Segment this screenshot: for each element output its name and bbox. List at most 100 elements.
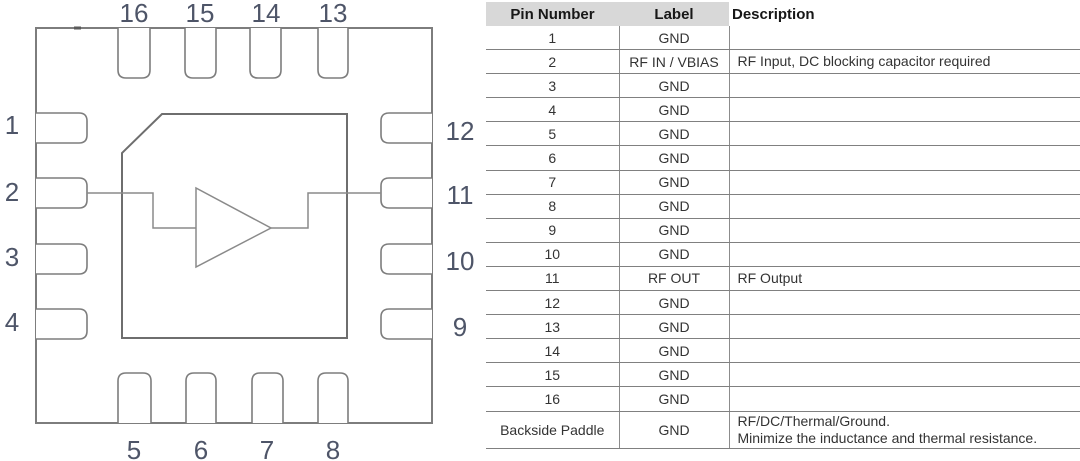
table-row-pin-14: 14 GND [486, 338, 1080, 364]
table-row-pin-12: 12 GND [486, 290, 1080, 316]
label-cell: GND [618, 73, 730, 99]
pad-16 [117, 28, 151, 79]
table-row-pin-7: 7 GND [486, 170, 1080, 195]
description-cell [729, 170, 1080, 195]
table-row-pin-1: 1 GND [486, 26, 1080, 51]
pin-label-11: 11 [447, 180, 474, 210]
pin-label-5: 5 [127, 435, 141, 461]
description-cell: RF Input, DC blocking capacitor required [729, 49, 1080, 75]
pin-label-10: 10 [446, 246, 475, 276]
description-cell [729, 145, 1080, 171]
pad-13 [317, 28, 349, 79]
table-row-backside-paddle: Backside Paddle GND RF/DC/Thermal/Ground… [486, 411, 1080, 449]
table-row-pin-9: 9 GND [486, 218, 1080, 243]
pin-number-cell: 12 [486, 290, 619, 316]
top-pads [117, 28, 349, 79]
rf-output-wire [271, 192, 381, 229]
pin-number-cell: 14 [486, 338, 619, 364]
pad-12 [380, 112, 432, 144]
pin-number-cell: 16 [486, 386, 619, 412]
pin-label-3: 3 [5, 242, 19, 272]
description-cell [729, 314, 1080, 340]
pin1-indicator-mark [74, 26, 81, 30]
bottom-pads [117, 372, 349, 423]
label-cell: GND [618, 338, 730, 364]
pin-number-cell: 6 [486, 145, 619, 171]
description-cell [729, 73, 1080, 99]
header-pin-number: Pin Number [486, 2, 619, 26]
pin-label-1: 1 [5, 110, 19, 140]
label-cell: GND [618, 362, 730, 388]
table-row-pin-4: 4 GND [486, 97, 1080, 123]
header-label: Label [619, 2, 729, 26]
pad-11 [380, 177, 432, 209]
pin-label-7: 7 [260, 435, 274, 461]
description-cell [729, 242, 1080, 267]
pin-label-4: 4 [5, 307, 19, 337]
pad-1 [36, 112, 88, 144]
label-cell: GND [618, 386, 730, 412]
pin-number-cell: 4 [486, 97, 619, 123]
pin-description-table: Pin Number Label Description 1 GND 2 RF … [486, 2, 1080, 449]
pad-7 [251, 372, 284, 423]
die-outline [121, 113, 348, 339]
pin-number-cell: 1 [486, 26, 619, 51]
pin-number-cell: 5 [486, 121, 619, 147]
pin-label-15: 15 [186, 0, 215, 28]
pin-number-cell: 15 [486, 362, 619, 388]
table-row-pin-3: 3 GND [486, 73, 1080, 99]
pin-number-cell: 9 [486, 218, 619, 243]
description-cell [729, 386, 1080, 412]
pin-label-2: 2 [5, 177, 19, 207]
description-cell: RF Output [729, 266, 1080, 292]
header-description: Description [729, 2, 1080, 26]
description-cell [729, 218, 1080, 243]
pin-number-cell: 10 [486, 242, 619, 267]
pin-number-cell: 3 [486, 73, 619, 99]
table-row-pin-13: 13 GND [486, 314, 1080, 340]
label-cell: RF IN / VBIAS [618, 49, 730, 75]
pin-label-12: 12 [446, 116, 475, 146]
label-cell: GND [618, 314, 730, 340]
description-cell [729, 362, 1080, 388]
description-cell [729, 290, 1080, 316]
description-cell [729, 26, 1080, 51]
pad-3 [36, 243, 88, 275]
label-cell: GND [618, 145, 730, 171]
label-cell: GND [618, 411, 730, 449]
pin-number-cell: 7 [486, 170, 619, 195]
pad-10 [380, 243, 432, 275]
package-pinout-diagram: 16 15 14 13 5 6 7 8 1 2 3 4 12 11 10 9 [5, 0, 475, 461]
pad-6 [185, 372, 217, 423]
package-outline [35, 27, 433, 424]
pad-15 [184, 28, 217, 79]
table-row-pin-10: 10 GND [486, 242, 1080, 267]
pin-number-cell: 8 [486, 194, 619, 219]
pin-number-cell: 2 [486, 49, 619, 75]
table-row-pin-11: 11 RF OUT RF Output [486, 266, 1080, 292]
left-pads [36, 112, 88, 340]
description-cell [729, 121, 1080, 147]
table-row-pin-16: 16 GND [486, 386, 1080, 412]
description-cell [729, 97, 1080, 123]
pin-number-cell: Backside Paddle [486, 411, 619, 449]
table-row-pin-15: 15 GND [486, 362, 1080, 388]
pin-number-cell: 11 [486, 266, 619, 292]
label-cell: GND [618, 242, 730, 267]
header-row: Pin Number Label Description [486, 2, 1080, 26]
pin-label-14: 14 [252, 0, 281, 28]
right-pads [380, 112, 432, 340]
pin-label-13: 13 [319, 0, 348, 28]
label-cell: GND [618, 290, 730, 316]
table-row-pin-5: 5 GND [486, 121, 1080, 147]
pad-14 [249, 28, 282, 79]
label-cell: GND [618, 97, 730, 123]
description-cell [729, 194, 1080, 219]
description-cell: RF/DC/Thermal/Ground. Minimize the induc… [729, 411, 1080, 449]
pad-8 [317, 372, 349, 423]
label-cell: GND [618, 26, 730, 51]
label-cell: GND [618, 194, 730, 219]
pin-label-6: 6 [194, 435, 208, 461]
pad-4 [36, 308, 88, 340]
